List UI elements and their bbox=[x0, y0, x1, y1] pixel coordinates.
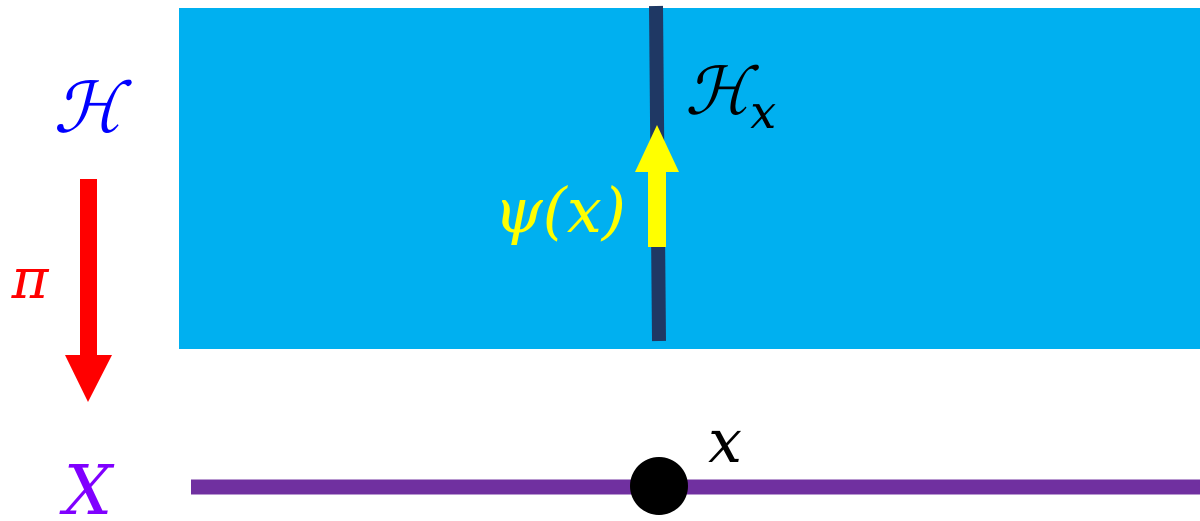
fiber-label: ℋx bbox=[685, 53, 776, 139]
fiber-label-subscript: x bbox=[750, 85, 776, 139]
section-arrow-head bbox=[635, 125, 679, 172]
section-arrow-icon bbox=[635, 125, 679, 247]
section-label: ψ(x) bbox=[494, 174, 626, 247]
bundle-rectangle bbox=[179, 8, 1200, 349]
point-label: x bbox=[708, 407, 742, 477]
base-point bbox=[630, 457, 688, 515]
projection-label: π bbox=[11, 247, 50, 312]
projection-arrow-head bbox=[65, 355, 112, 402]
total-space-label: ℋ bbox=[53, 67, 132, 149]
base-space-label: X bbox=[59, 452, 115, 521]
section-arrow-shaft bbox=[648, 168, 666, 247]
projection-arrow-icon bbox=[65, 179, 112, 402]
fiber-label-main: ℋ bbox=[685, 53, 760, 130]
projection-arrow-shaft bbox=[80, 179, 97, 357]
